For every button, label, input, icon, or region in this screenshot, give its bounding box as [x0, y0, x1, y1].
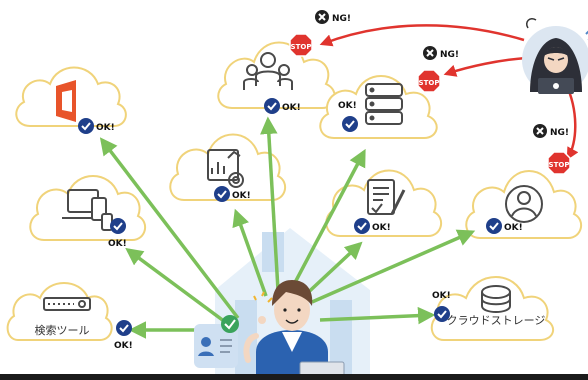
stop-sign-account: STOP: [547, 151, 571, 175]
svg-text:STOP: STOP: [549, 161, 570, 169]
contract-icon: [367, 179, 406, 215]
account-icon: [505, 185, 543, 223]
svg-text:OK!: OK!: [338, 101, 357, 111]
office-logo-icon: [56, 80, 76, 122]
stop-sign-database: STOP: [417, 69, 441, 93]
ok-badge-storage: OK!: [432, 291, 451, 322]
ok-arrow-analytics: [232, 208, 268, 297]
svg-text:OK!: OK!: [232, 191, 251, 201]
ok-badge-contract: OK!: [354, 218, 391, 234]
stop-sign-team: STOP: [289, 33, 313, 57]
cloud-pc-devices[interactable]: [29, 175, 147, 241]
svg-text:NG!: NG!: [440, 50, 459, 60]
analytics-icon: [207, 149, 244, 188]
search-icon: [43, 297, 91, 311]
svg-text:STOP: STOP: [291, 43, 312, 51]
svg-text:OK!: OK!: [96, 123, 115, 133]
ok-badge-pc: OK!: [108, 218, 127, 249]
bottom-band: [0, 374, 588, 380]
svg-text:OK!: OK!: [504, 223, 523, 233]
ok-arrow-pc: [125, 247, 238, 332]
ng-arrow-database: [443, 56, 527, 77]
hacker-icon: [522, 17, 588, 94]
svg-text:OK!: OK!: [108, 239, 127, 249]
id-card-icon: [194, 315, 239, 368]
ng-badge-account: NG!: [533, 124, 569, 138]
cloud-analytics[interactable]: [169, 133, 287, 201]
ok-badge-team: OK!: [264, 98, 301, 114]
storage-icon: [481, 285, 511, 313]
svg-text:OK!: OK!: [432, 291, 451, 301]
cloud-storage-label: クラウドストレージ: [447, 314, 546, 327]
database-icon: [365, 83, 403, 125]
team-icon: [243, 52, 293, 90]
svg-text:NG!: NG!: [550, 128, 569, 138]
ng-badge-team: NG!: [315, 10, 351, 24]
ng-badge-database: NG!: [423, 46, 459, 60]
svg-text:STOP: STOP: [419, 79, 440, 87]
ok-arrow-storage: [319, 306, 436, 325]
ok-badge-analytics: OK!: [214, 186, 251, 202]
ng-arrow-account: [564, 83, 579, 161]
ng-arrow-team: [319, 24, 525, 47]
ok-arrow-account: [311, 229, 476, 304]
search-tool-label: 検索ツール: [35, 323, 90, 337]
ok-arrow-database: [288, 148, 366, 293]
ok-badge-database: OK!: [338, 101, 358, 132]
ok-arrow-team: [260, 116, 280, 291]
svg-text:OK!: OK!: [282, 103, 301, 113]
cloud-team[interactable]: [217, 41, 336, 109]
svg-text:NG!: NG!: [332, 14, 351, 24]
ok-badge-office: OK!: [78, 118, 115, 134]
svg-text:OK!: OK!: [372, 223, 391, 233]
ok-badge-account: OK!: [486, 218, 523, 234]
ok-arrow-office: [99, 137, 240, 320]
ok-badge-search: OK!: [114, 320, 133, 351]
svg-text:OK!: OK!: [114, 341, 133, 351]
